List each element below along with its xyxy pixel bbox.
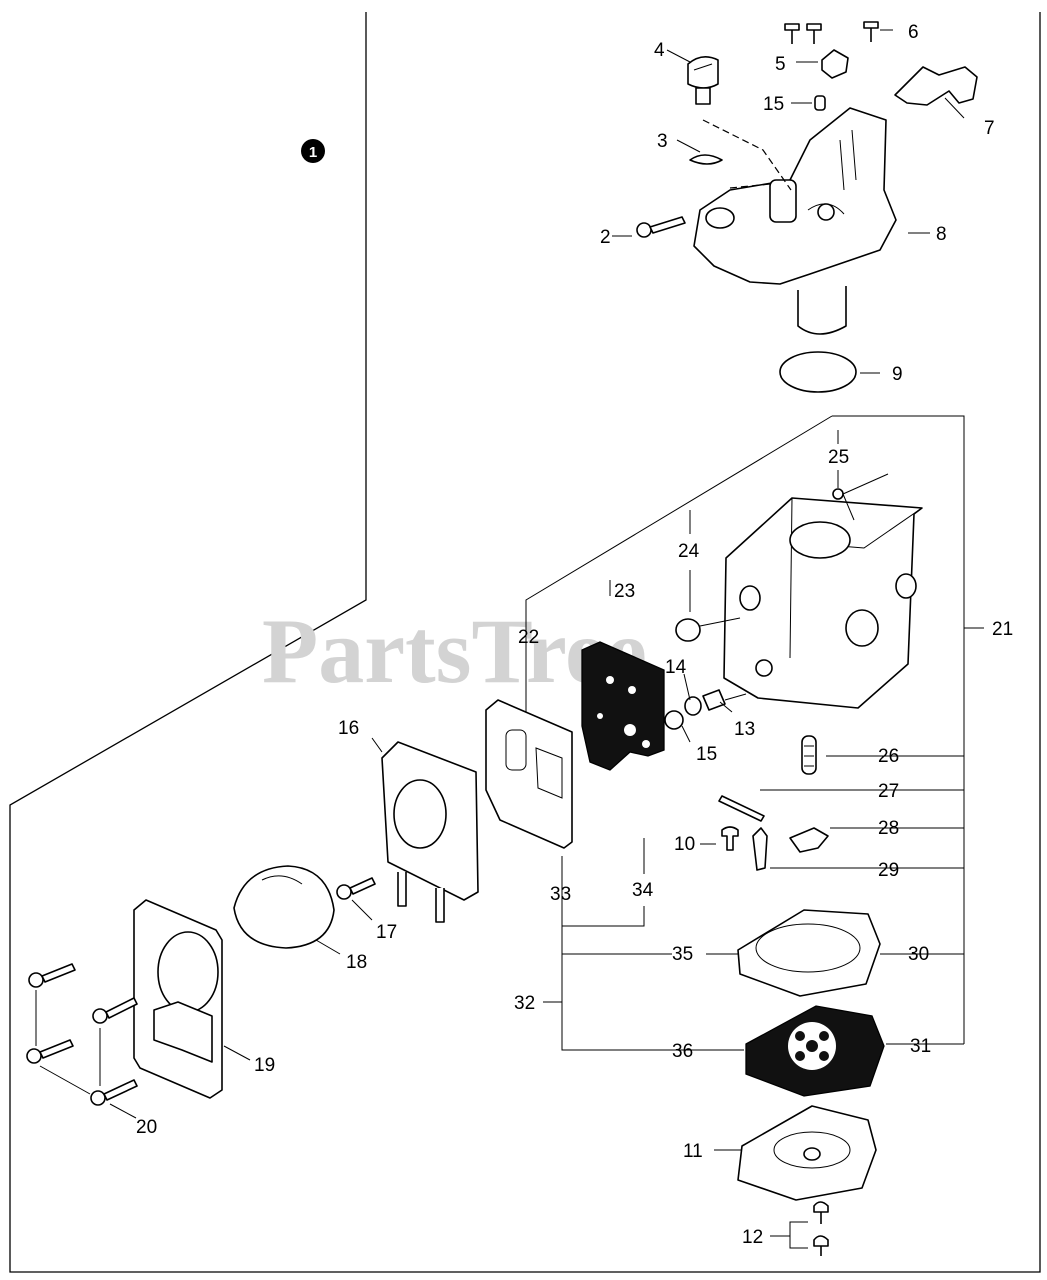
section-marker: 1	[301, 139, 325, 163]
callout-3: 3	[657, 131, 668, 152]
part-carburetor-body[interactable]	[723, 497, 923, 709]
part-inlet-needle-valve[interactable]	[801, 735, 817, 775]
part-throttle-bracket[interactable]	[693, 107, 897, 335]
callout-14: 14	[665, 657, 687, 678]
callout-22: 22	[518, 627, 539, 648]
callout-15-bottom: 15	[696, 744, 717, 765]
part-spacer[interactable]	[821, 49, 849, 79]
part-metering-diaphragm[interactable]	[745, 1005, 885, 1097]
part-ball[interactable]	[664, 710, 684, 730]
callout-32: 32	[514, 993, 535, 1014]
callout-12: 12	[742, 1227, 763, 1248]
callouts: 2 3 4 5 6 7 8 9 10 11 12 13 14 15 15 16 …	[136, 22, 1013, 1248]
callout-10: 10	[674, 834, 695, 855]
part-cover-screws[interactable]	[813, 1201, 829, 1256]
callout-2: 2	[600, 227, 611, 248]
part-plug[interactable]	[684, 696, 702, 716]
part-e-ring[interactable]	[689, 154, 723, 165]
part-bracket-screw[interactable]	[636, 216, 686, 238]
callout-29: 29	[878, 860, 899, 881]
callout-15-top: 15	[763, 94, 784, 115]
callout-13: 13	[734, 719, 755, 740]
part-gasket-left[interactable]	[485, 699, 573, 849]
callout-33: 33	[550, 884, 571, 905]
part-primer-bulb[interactable]	[233, 865, 335, 949]
section-marker-number: 1	[309, 144, 317, 161]
callout-5: 5	[775, 54, 786, 75]
callout-17: 17	[376, 922, 397, 943]
callout-27: 27	[878, 781, 899, 802]
part-screw[interactable]	[721, 826, 739, 851]
callout-6: 6	[908, 22, 919, 43]
part-small-nozzle[interactable]	[814, 95, 826, 111]
leader-lines	[35, 29, 984, 1249]
callout-11: 11	[683, 1141, 703, 1162]
callout-26: 26	[878, 746, 899, 767]
part-jet[interactable]	[832, 473, 889, 521]
callout-7: 7	[984, 118, 995, 139]
callout-30: 30	[908, 944, 929, 965]
part-metering-gasket[interactable]	[737, 909, 881, 997]
callout-9: 9	[892, 364, 903, 385]
callout-16: 16	[338, 718, 359, 739]
part-o-ring[interactable]	[779, 351, 857, 393]
part-throttle-lever-screws[interactable]	[784, 21, 879, 44]
part-retainer-screws[interactable]	[26, 963, 138, 1106]
part-pump-screw[interactable]	[336, 877, 376, 900]
part-pump-body[interactable]	[381, 741, 479, 923]
callout-4: 4	[654, 40, 665, 61]
callout-25: 25	[828, 447, 849, 468]
callout-19: 19	[254, 1055, 275, 1076]
callout-35: 35	[672, 944, 693, 965]
part-check-valve[interactable]	[675, 617, 741, 642]
part-gasket-right[interactable]	[581, 641, 665, 771]
part-diaphragm-cover[interactable]	[737, 1105, 877, 1201]
part-needle[interactable]	[752, 827, 768, 871]
part-metering-lever[interactable]	[789, 827, 829, 853]
callout-21: 21	[992, 619, 1013, 640]
callout-8: 8	[936, 224, 947, 245]
callout-34: 34	[632, 880, 654, 901]
part-pin[interactable]	[718, 795, 765, 822]
part-fitting[interactable]	[702, 689, 747, 711]
section-boundary	[9, 12, 1041, 1273]
callout-20: 20	[136, 1117, 157, 1138]
part-throttle-cable-clip[interactable]	[894, 66, 978, 106]
part-adjust-knob[interactable]	[687, 56, 719, 105]
callout-23: 23	[614, 581, 635, 602]
callout-24: 24	[678, 541, 700, 562]
callout-28: 28	[878, 818, 899, 839]
callout-18: 18	[346, 952, 367, 973]
callout-31: 31	[910, 1036, 931, 1057]
assembly-path-top	[702, 119, 792, 191]
callout-36: 36	[672, 1041, 693, 1062]
part-retainer-plate[interactable]	[133, 899, 223, 1099]
